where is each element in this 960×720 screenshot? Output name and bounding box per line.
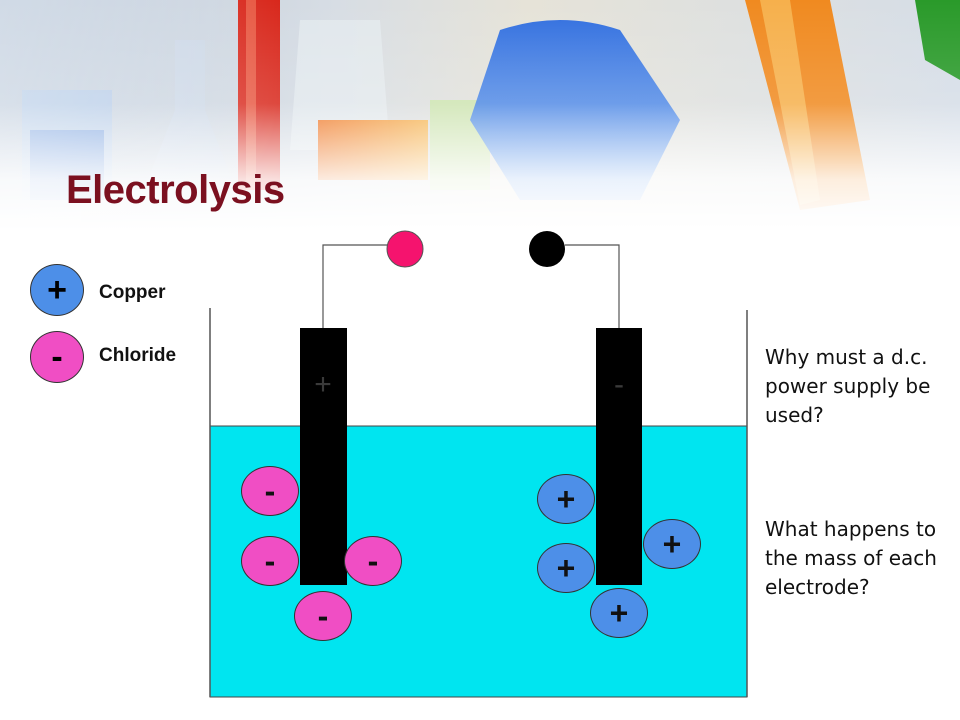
- anode-sign: +: [314, 368, 332, 401]
- banner-fade: [0, 0, 960, 230]
- ion-symbol: -: [367, 543, 379, 579]
- legend-chloride-symbol: -: [51, 338, 63, 376]
- page-title: Electrolysis: [66, 168, 285, 212]
- question-dc-supply: Why must a d.c. power supply be used?: [765, 345, 931, 427]
- wire-negative: [565, 244, 620, 328]
- copper-ion: +: [643, 519, 701, 569]
- chloride-ion: -: [294, 591, 352, 641]
- copper-ion: +: [590, 588, 648, 638]
- chloride-ion: -: [241, 466, 299, 516]
- banner-fade-left: [0, 0, 960, 230]
- legend-copper-label: Copper: [99, 282, 166, 303]
- copper-ion: +: [537, 474, 595, 524]
- ion-symbol: +: [609, 595, 629, 631]
- cathode-sign: -: [614, 368, 624, 401]
- copper-ion: +: [537, 543, 595, 593]
- ion-symbol: +: [662, 526, 682, 562]
- positive-terminal: [386, 230, 424, 268]
- ion-symbol: -: [264, 543, 276, 579]
- negative-terminal: [529, 231, 565, 267]
- legend-chloride-ion: -: [30, 331, 84, 383]
- anode-electrode: [300, 328, 347, 585]
- ion-symbol: -: [264, 473, 276, 509]
- legend-chloride-label: Chloride: [99, 345, 177, 366]
- legend-copper-symbol: +: [47, 271, 67, 309]
- question-electrode-mass: What happens to the mass of each electro…: [765, 517, 937, 599]
- legend-copper-ion: +: [30, 264, 84, 316]
- wire-positive: [322, 244, 388, 328]
- chloride-ion: -: [241, 536, 299, 586]
- ion-symbol: +: [556, 481, 576, 517]
- ion-symbol: +: [556, 550, 576, 586]
- cathode-electrode: [596, 328, 642, 585]
- ion-symbol: -: [317, 598, 329, 634]
- chloride-ion: -: [344, 536, 402, 586]
